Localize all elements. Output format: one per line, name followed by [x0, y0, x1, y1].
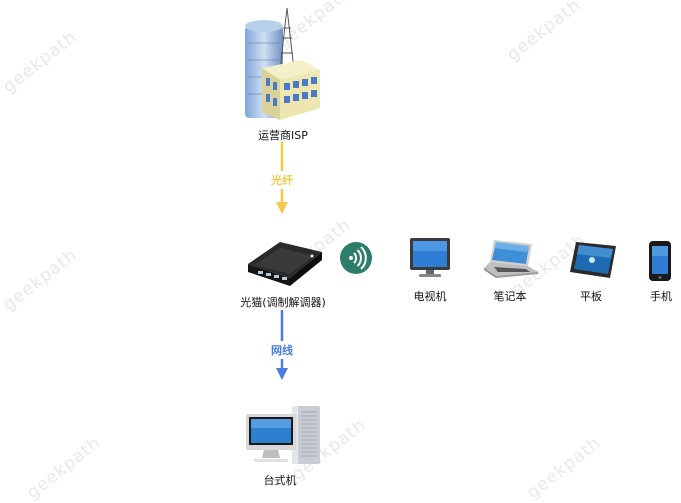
tablet-label: 平板: [580, 290, 602, 303]
laptop-icon: [484, 240, 538, 278]
desktop-label: 台式机: [263, 474, 297, 487]
modem-icon: [248, 242, 322, 286]
cable-label: 网线: [269, 341, 295, 359]
cable-connection-arrow: [276, 310, 288, 380]
isp-building-icon: [245, 7, 320, 120]
phone-label: 手机: [650, 290, 672, 303]
tv-icon: [410, 238, 450, 277]
desktop-icon: [246, 406, 320, 464]
modem-label: 光猫(调制解调器): [240, 296, 326, 309]
isp-label: 运营商ISP: [258, 129, 308, 142]
watermark: geekpath: [523, 432, 606, 503]
watermark: geekpath: [0, 26, 82, 98]
tv-label: 电视机: [413, 290, 447, 303]
watermark: geekpath: [0, 244, 82, 316]
laptop-label: 笔记本: [493, 290, 527, 303]
watermark: geekpath: [503, 0, 586, 66]
tablet-icon: [570, 242, 616, 278]
fiber-label: 光纤: [269, 171, 295, 189]
phone-icon: [649, 241, 671, 281]
watermark: geekpath: [23, 432, 106, 503]
wifi-icon: [340, 242, 372, 274]
